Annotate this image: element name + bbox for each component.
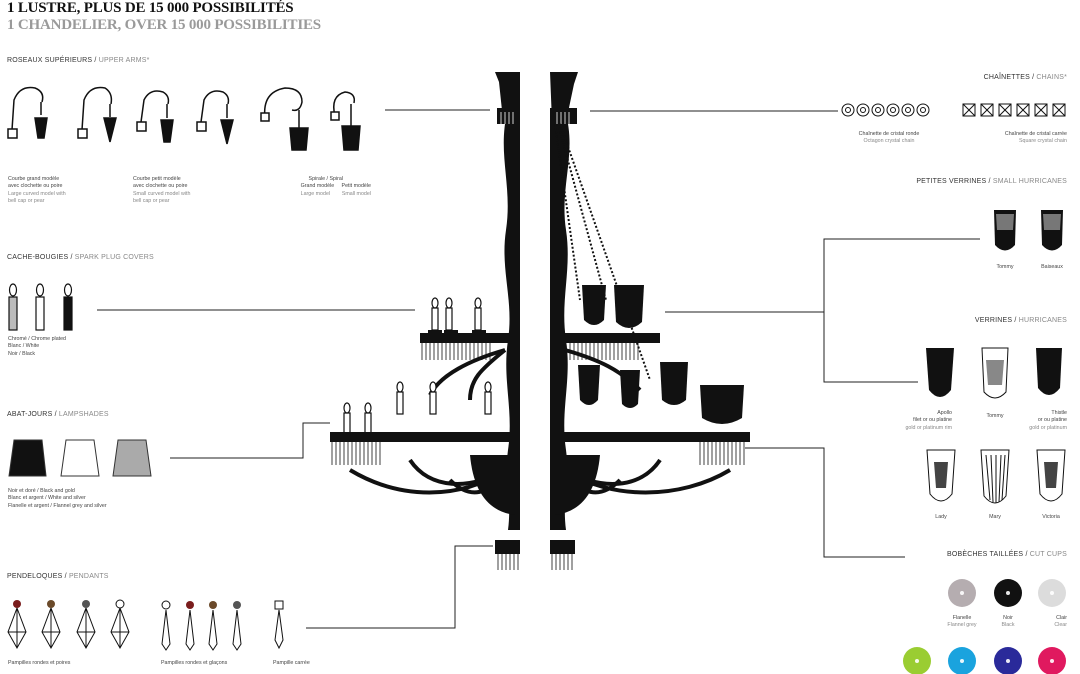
connector-small-hurricanes [665,238,980,313]
caption-line: Blanc / White [8,343,40,350]
caption-line: Apollo [937,410,952,416]
caption-victoria: Victoria [1042,514,1060,520]
caption-line: Spirale / Spiral [308,176,343,182]
caption-pendant-square: Pampille carrée [273,660,310,666]
caption-line: or ou platine [1037,417,1067,424]
caption-cup-flannel: Flanelle Flannel grey [932,615,992,630]
caption-mary: Mary [989,514,1001,520]
section-label-fr: PENDELOQUES / [7,573,67,580]
section-label-fr: VERRINES / [974,317,1017,324]
caption-cup-clear: Clair Clear [1027,615,1067,630]
section-cut-cups: BOBÈCHES TAILLÉES / CUT CUPS [947,551,1067,558]
caption-thistle: Thistle or ou platine gold or platinum [995,410,1067,432]
caption-line: Chromé / Chrome plated [8,336,66,342]
caption-line: Large model Small model [300,190,371,197]
section-label-en: PENDANTS [66,573,109,580]
chandelier-illustration [330,65,750,585]
caption-line: Black [1001,622,1015,629]
cut-cup-icons [903,579,1066,674]
caption-line: Noir et doré / Black and gold [8,488,75,494]
caption-lampshades: Noir et doré / Black and gold Blanc et a… [8,488,107,510]
caption-line: Grand modèle Petit modèle [300,183,371,190]
caption-line: Courbe grand modèle [8,176,60,182]
caption-line: Large curved model with [8,190,66,197]
section-label-fr: ABAT-JOURS / [7,411,57,418]
caption-tommy-small: Tommy [996,264,1014,270]
connector-lampshades [170,422,330,459]
caption-line: filet or ou platine [913,417,952,424]
caption-line: bell cap or pear [133,197,170,204]
caption-line: Clair [1056,615,1067,621]
page-title-fr: 1 LUSTRE, PLUS DE 15 000 POSSIBILITÉS [7,0,294,16]
section-label-en: SPARK PLUG COVERS [72,254,154,261]
section-label-fr: CACHE-BOUGIES / [7,254,73,261]
caption-pendants-round-pear: Pampilles rondes et poires [8,660,71,666]
section-label-en: SMALL HURRICANES [990,178,1067,185]
caption-line: Courbe petit modèle [133,176,181,182]
caption-tommy: Tommy [986,413,1004,419]
spark-plug-icons [8,283,73,331]
caption-line: Flanelle et argent / Flannel grey and si… [8,502,107,509]
caption-apollo: Apollo filet or ou platine gold or plati… [880,410,952,432]
section-label-en: LAMPSHADES [56,411,109,418]
caption-line: Chaînette de cristal carrée [1004,131,1067,137]
caption-line: gold or platinum [1029,424,1067,431]
caption-line: Flannel grey [947,622,977,629]
caption-baiseaux: Baiseaux [1041,264,1063,270]
caption-line: Octagon crystal chain [863,138,915,145]
lampshade-icons [8,439,152,477]
section-lampshades: ABAT-JOURS / LAMPSHADES [7,411,109,418]
caption-line: Square crystal chain [1019,138,1067,145]
caption-line: Noir / Black [8,350,36,357]
section-pendants: PENDELOQUES / PENDANTS [7,573,109,580]
caption-line: Blanc et argent / White and silver [8,495,86,502]
chain-icons [841,103,1066,117]
caption-round-chain: Chaînette de cristal ronde Octagon cryst… [834,131,944,146]
page-title-en: 1 CHANDELIER, OVER 15 000 POSSIBILITIES [7,17,321,33]
section-small-hurricanes: PETITES VERRINES / SMALL HURRICANES [916,178,1067,185]
caption-line: Flanelle [952,615,972,621]
caption-curved-large: Courbe grand modèle avec clochette ou po… [8,176,66,205]
caption-line: gold or platinum rim [905,424,952,431]
caption-line: Clear [1054,622,1067,629]
caption-line: Small curved model with [133,190,191,197]
caption-lady: Lady [935,514,947,520]
section-label-en: CHAINS* [1034,74,1067,81]
connector-hurricanes [823,312,918,383]
hurricane-icons [926,347,1066,504]
pendant-icons [7,599,284,651]
caption-spark-plug: Chromé / Chrome plated Blanc / White Noi… [8,336,66,358]
connector-cut-cups [745,447,905,558]
small-hurricane-icons [994,210,1063,251]
caption-cup-black: Noir Black [988,615,1028,630]
section-spark-plug-covers: CACHE-BOUGIES / SPARK PLUG COVERS [7,254,154,261]
caption-line: avec clochette ou poire [133,183,188,190]
connector-pendants [306,545,493,629]
section-hurricanes: VERRINES / HURRICANES [975,317,1067,324]
caption-line: Chaînette de cristal ronde [858,131,920,137]
section-label-en: HURRICANES [1016,317,1067,324]
section-label-fr: ROSEAUX SUPÉRIEURS / [7,57,97,64]
caption-line: avec clochette ou poire [8,183,63,190]
caption-pendants-round-icicle: Pampilles rondes et glaçons [161,660,228,666]
caption-line: Thistle [1051,410,1067,416]
caption-curved-small: Courbe petit modèle avec clochette ou po… [133,176,190,205]
caption-spiral: Spirale / Spiral Grand modèle Petit modè… [263,176,371,198]
section-label-fr: PETITES VERRINES / [916,178,991,185]
section-label-fr: BOBÈCHES TAILLÉES / [947,551,1028,558]
section-upper-arms: ROSEAUX SUPÉRIEURS / UPPER ARMS* [7,57,150,64]
upper-arms-icons [7,86,361,151]
section-chains: CHAÎNETTES / CHAINS* [984,74,1067,81]
caption-square-chain: Chaînette de cristal carrée Square cryst… [957,131,1067,146]
caption-line: Noir [1003,615,1013,621]
section-label-en: CUT CUPS [1027,551,1067,558]
section-label-en: UPPER ARMS* [96,57,150,64]
section-label-fr: CHAÎNETTES / [983,74,1035,81]
caption-line: bell cap or pear [8,197,45,204]
